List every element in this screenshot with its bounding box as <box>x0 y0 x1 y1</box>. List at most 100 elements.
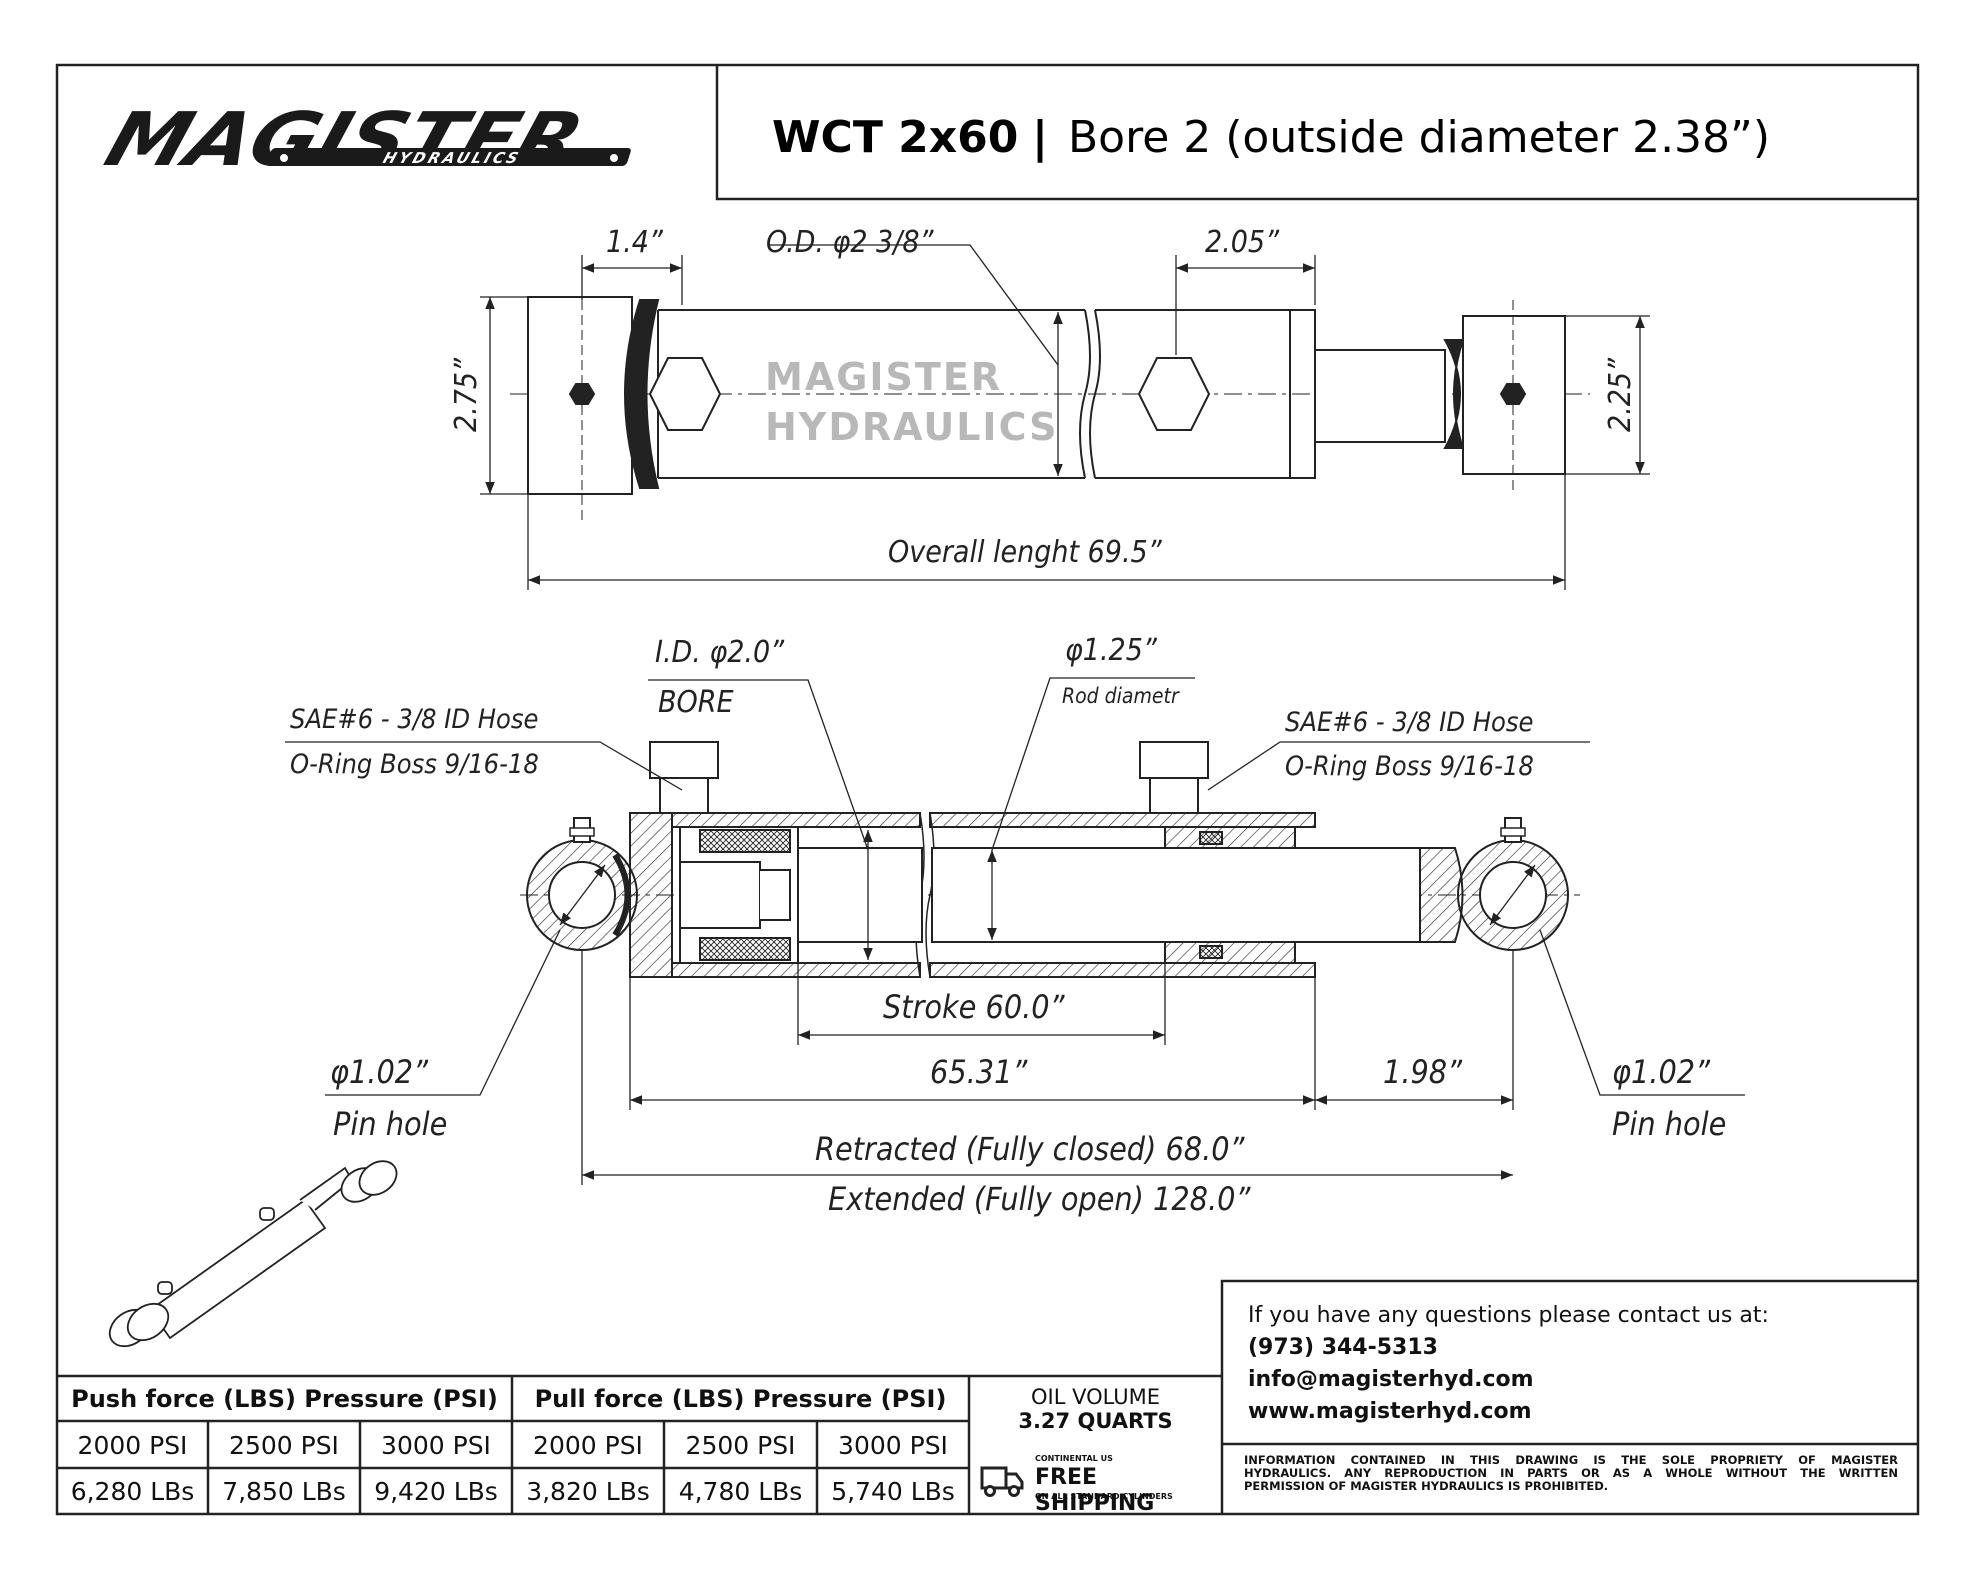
pressure-cell: 2500 PSI <box>229 1431 339 1460</box>
label-rod-caption: Rod diametr <box>1062 684 1180 708</box>
label-pin-right-caption: Pin hole <box>1612 1105 1726 1143</box>
label-port-right-2: O-Ring Boss 9/16-18 <box>1285 751 1534 782</box>
left-eye-weld <box>612 853 631 937</box>
port-right-leader <box>1207 741 1590 791</box>
contact-website[interactable]: www.magisterhyd.com <box>1248 1399 1532 1424</box>
barrel-top-wall <box>671 812 921 828</box>
force-value-cell: 3,820 LBs <box>526 1477 650 1506</box>
barrel-bottom-wall <box>671 962 921 978</box>
label-pin-left: φ1.02” <box>330 1053 429 1091</box>
notice-line3: PERMISSION OF MAGISTER HYDRAULICS IS PRO… <box>1244 1479 1609 1493</box>
force-value-cell: 7,850 LBs <box>222 1477 346 1506</box>
label-od: O.D. φ2 3/8” <box>766 225 934 260</box>
header-box: WCT 2x60 | Bore 2 (outside diameter 2.38… <box>715 65 1918 201</box>
top-port-right <box>1137 357 1211 431</box>
label-1-4: 1.4” <box>606 225 664 260</box>
label-port-left-1: SAE#6 - 3/8 ID Hose <box>290 704 539 735</box>
notice-line2: HYDRAULICS. ANY REPRODUCTION IN PARTS OR… <box>1244 1466 1898 1480</box>
barrel-top-wall-right <box>929 812 1316 828</box>
label-pin-left-caption: Pin hole <box>333 1105 447 1143</box>
pressure-cell: 2500 PSI <box>685 1431 796 1460</box>
dim-line-pin-left <box>559 864 606 926</box>
shipping-bottom: ON ALL STANDARD CYLINDERS <box>1035 1492 1173 1501</box>
piston-seal-bottom <box>699 937 791 961</box>
contact-block: If you have any questions please contact… <box>1248 1300 1898 1428</box>
top-left-grease-fitting <box>568 383 596 405</box>
barrel-bottom-wall-right <box>929 962 1316 978</box>
watermark-line1: MAGISTER <box>765 355 1002 399</box>
pressure-cell: 2000 PSI <box>533 1431 643 1460</box>
top-port-left <box>648 357 722 431</box>
push-force-header: Push force (LBS) Pressure (PSI) <box>71 1385 498 1413</box>
watermark: MAGISTER HYDRAULICS <box>765 355 1057 449</box>
label-extended: Extended (Fully open) 128.0” <box>828 1180 1251 1218</box>
label-id: I.D. φ2.0” <box>655 635 785 670</box>
notice-line1: INFORMATION CONTAINED IN THIS DRAWING IS… <box>1244 1453 1898 1467</box>
gland-seal-bottom <box>1199 945 1223 959</box>
force-value-cell: 4,780 LBs <box>678 1477 803 1506</box>
force-value-cell: 5,740 LBs <box>831 1477 955 1506</box>
top-barrel-break-left <box>1079 309 1091 479</box>
label-port-left-2: O-Ring Boss 9/16-18 <box>290 749 539 780</box>
top-dim-labels: 1.4” O.D. φ2 3/8” 2.05” 2.75” 2.25” Over… <box>449 225 1638 570</box>
force-value-cell: 6,280 LBs <box>70 1477 195 1506</box>
contact-phone[interactable]: (973) 344-5313 <box>1248 1335 1438 1360</box>
label-2-75: 2.75” <box>449 357 484 432</box>
contact-intro: If you have any questions please contact… <box>1248 1303 1769 1328</box>
gland-top <box>1164 826 1296 849</box>
free-shipping-badge: CONTINENTAL US FREE SHIPPING ON ALL STAN… <box>980 1452 1218 1516</box>
label-rod-end: 1.98” <box>1383 1053 1463 1091</box>
pin-right-leader <box>1539 929 1745 1096</box>
port-left-leader <box>285 741 683 791</box>
port-right <box>1139 741 1209 779</box>
port-left <box>649 741 719 779</box>
label-body-length: 65.31” <box>930 1053 1028 1091</box>
pull-force-header: Pull force (LBS) Pressure (PSI) <box>534 1385 947 1413</box>
pressure-cell: 3000 PSI <box>838 1431 948 1460</box>
label-2-25: 2.25” <box>1603 357 1638 432</box>
end-cap <box>629 812 673 978</box>
bottom-frame <box>57 1279 1918 1514</box>
sheet-border <box>55 63 1920 1516</box>
dim-line-pin-right <box>1489 864 1536 926</box>
title-separator: | <box>1032 112 1048 163</box>
logo-bolt-left <box>278 152 290 164</box>
label-retracted: Retracted (Fully closed) 68.0” <box>815 1130 1246 1168</box>
logo-bar <box>267 148 631 166</box>
logo-wordmark: MAGISTER <box>96 97 594 183</box>
piston-rod-right <box>931 847 1421 943</box>
piston-nut <box>679 861 761 929</box>
truck-icon <box>980 1466 1024 1497</box>
oil-volume-value: 3.27 QUARTS <box>1018 1409 1173 1433</box>
top-view <box>510 270 1590 520</box>
isometric-thumbnail <box>108 1160 398 1348</box>
top-rod-seal <box>1443 339 1465 449</box>
id-leader <box>648 679 869 851</box>
model-title: WCT 2x60 <box>772 112 1018 163</box>
pressure-cell: 2000 PSI <box>77 1431 188 1460</box>
shipping-top: CONTINENTAL US <box>1035 1454 1113 1463</box>
oil-volume-label: OIL VOLUME <box>1030 1385 1161 1409</box>
section-labels: I.D. φ2.0” BORE φ1.25” Rod diametr SAE#6… <box>290 633 1726 1218</box>
rod-end-block <box>1419 847 1464 943</box>
bore-description: Bore 2 (outside diameter 2.38”) <box>1068 112 1770 163</box>
contact-email[interactable]: info@magisterhyd.com <box>1248 1367 1534 1392</box>
piston-rod <box>797 847 923 943</box>
label-port-right-1: SAE#6 - 3/8 ID Hose <box>1285 707 1534 738</box>
pin-left-leader <box>325 929 561 1096</box>
label-stroke: Stroke 60.0” <box>883 988 1066 1026</box>
od-leader <box>770 244 1059 366</box>
label-bore: BORE <box>658 685 734 720</box>
top-cap-seal <box>624 299 660 489</box>
gland-bottom <box>1164 941 1296 964</box>
logo-bolt-right <box>608 152 620 164</box>
label-pin-right: φ1.02” <box>1612 1053 1711 1091</box>
pressure-cell: 3000 PSI <box>381 1431 491 1460</box>
gland-seal-top <box>1199 831 1223 845</box>
top-rod <box>1314 349 1446 443</box>
legal-notice: INFORMATION CONTAINED IN THIS DRAWING IS… <box>1244 1454 1898 1493</box>
section-dimensions <box>285 677 1745 1185</box>
piston-seal-top <box>699 829 791 853</box>
shipping-main: FREE SHIPPING <box>1035 1465 1155 1516</box>
